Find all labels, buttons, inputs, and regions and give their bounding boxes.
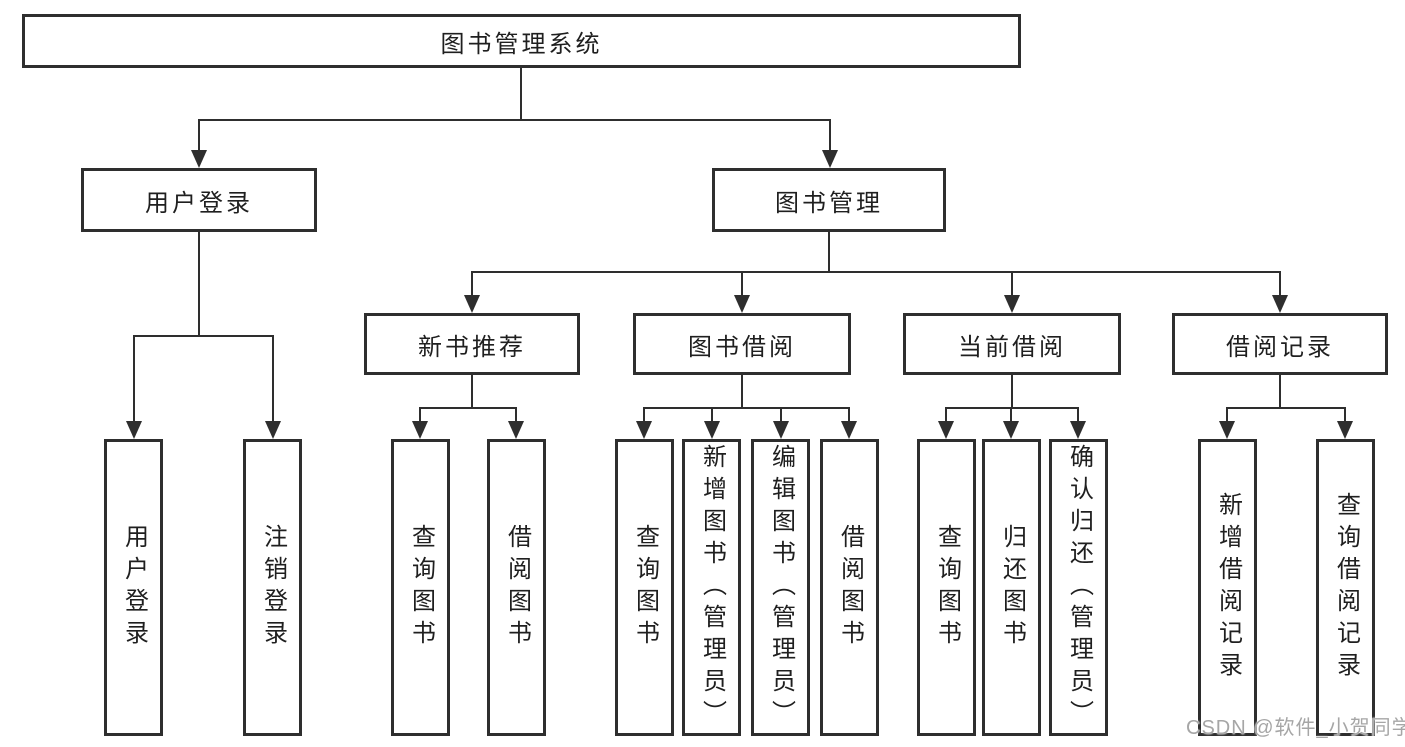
connector-line	[471, 373, 473, 409]
connector-line	[945, 407, 1079, 409]
node-root: 图书管理系统	[22, 14, 1021, 68]
connector-line	[198, 119, 831, 121]
node-new-book-recommend: 新书推荐	[364, 313, 580, 375]
node-query-books: 查询图书	[615, 439, 674, 736]
node-label: 图书借阅	[688, 333, 796, 361]
node-label: 用户登录	[145, 189, 253, 217]
connector-line	[419, 407, 517, 409]
arrow-down-icon	[265, 421, 281, 439]
arrow-down-icon	[938, 421, 954, 439]
node-label: 归还图书	[998, 523, 1026, 652]
arrow-down-icon	[508, 421, 524, 439]
connector-line	[1226, 407, 1346, 409]
node-add-borrow-record: 新增借阅记录	[1198, 439, 1257, 736]
node-label: 借阅图书	[503, 523, 531, 652]
connector-line	[1010, 407, 1012, 423]
arrow-down-icon	[1337, 421, 1353, 439]
node-label: 用户登录	[120, 523, 148, 652]
arrow-down-icon	[773, 421, 789, 439]
node-label: 查询图书	[631, 523, 659, 652]
arrow-down-icon	[1219, 421, 1235, 439]
node-user-login: 用户登录	[81, 168, 317, 232]
node-borrowing-records: 借阅记录	[1172, 313, 1388, 375]
arrow-down-icon	[734, 295, 750, 313]
connector-line	[198, 119, 200, 155]
connector-line	[945, 407, 947, 423]
node-add-book-admin: 新增图书（管理员）	[682, 439, 741, 736]
connector-line	[741, 271, 743, 299]
node-return-books: 归还图书	[982, 439, 1041, 736]
node-label: 当前借阅	[958, 333, 1066, 361]
node-label: 编辑图书（管理员）	[767, 443, 795, 732]
arrow-down-icon	[636, 421, 652, 439]
arrow-down-icon	[126, 421, 142, 439]
node-book-borrowing: 图书借阅	[633, 313, 851, 375]
connector-line	[848, 407, 850, 423]
connector-line	[1344, 407, 1346, 423]
csdn-watermark: CSDN @软件_小贺同学	[1186, 717, 1405, 739]
connector-line	[711, 407, 713, 423]
arrow-down-icon	[412, 421, 428, 439]
connector-line	[471, 271, 1281, 273]
node-label: 查询图书	[407, 523, 435, 652]
node-book-management: 图书管理	[712, 168, 946, 232]
connector-line	[741, 373, 743, 409]
node-label: 新增借阅记录	[1214, 491, 1242, 684]
node-query-books: 查询图书	[917, 439, 976, 736]
node-edit-book-admin: 编辑图书（管理员）	[751, 439, 810, 736]
connector-line	[133, 335, 274, 337]
node-current-borrowing: 当前借阅	[903, 313, 1121, 375]
arrow-down-icon	[1003, 421, 1019, 439]
arrow-down-icon	[191, 150, 207, 168]
node-confirm-return-admin: 确认归还（管理员）	[1049, 439, 1108, 736]
connector-line	[198, 232, 200, 337]
connector-line	[1279, 373, 1281, 409]
connector-line	[419, 407, 421, 423]
node-label: 新增图书（管理员）	[698, 443, 726, 732]
connector-line	[1226, 407, 1228, 423]
connector-line	[1011, 271, 1013, 299]
node-borrow-books: 借阅图书	[487, 439, 546, 736]
connector-line	[1279, 271, 1281, 299]
node-borrow-books: 借阅图书	[820, 439, 879, 736]
connector-line	[1011, 373, 1013, 409]
connector-line	[1077, 407, 1079, 423]
arrow-down-icon	[704, 421, 720, 439]
connector-line	[780, 407, 782, 423]
connector-line	[272, 335, 274, 425]
node-label: 借阅图书	[836, 523, 864, 652]
node-label: 新书推荐	[418, 333, 526, 361]
arrow-down-icon	[822, 150, 838, 168]
arrow-down-icon	[464, 295, 480, 313]
connector-line	[133, 335, 135, 425]
node-query-books: 查询图书	[391, 439, 450, 736]
node-label: 借阅记录	[1226, 333, 1334, 361]
node-logout: 注销登录	[243, 439, 302, 736]
connector-line	[471, 271, 473, 299]
arrow-down-icon	[1004, 295, 1020, 313]
node-user-login-leaf: 用户登录	[104, 439, 163, 736]
node-label: 图书管理	[775, 189, 883, 217]
arrow-down-icon	[1070, 421, 1086, 439]
node-label: 确认归还（管理员）	[1065, 443, 1093, 732]
connector-line	[515, 407, 517, 423]
connector-line	[829, 119, 831, 155]
connector-line	[643, 407, 645, 423]
arrow-down-icon	[841, 421, 857, 439]
node-label: 注销登录	[259, 523, 287, 652]
connector-line	[520, 66, 522, 121]
node-label: 查询图书	[933, 523, 961, 652]
arrow-down-icon	[1272, 295, 1288, 313]
node-query-borrow-record: 查询借阅记录	[1316, 439, 1375, 736]
connector-line	[828, 232, 830, 273]
node-label: 查询借阅记录	[1332, 491, 1360, 684]
connector-line	[643, 407, 850, 409]
node-label: 图书管理系统	[440, 30, 603, 58]
